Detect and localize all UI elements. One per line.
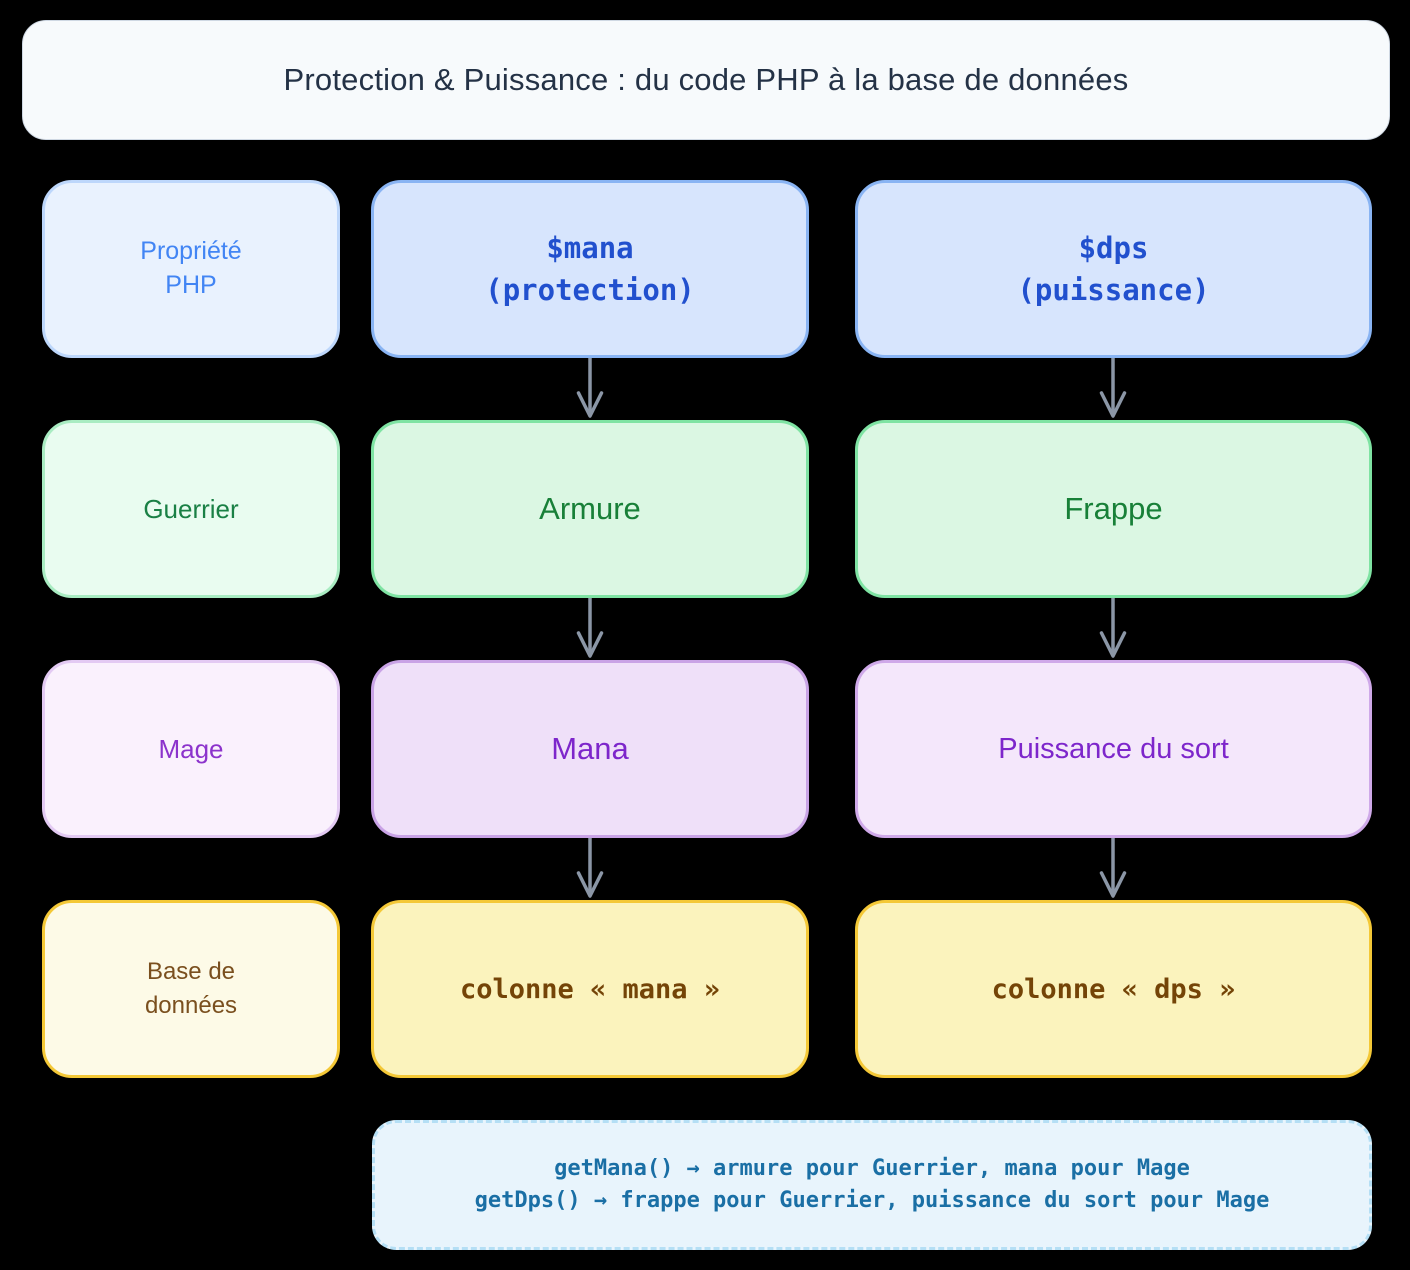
node-colonne-mana: colonne « mana »	[371, 900, 809, 1078]
node-mana-protection-label: $mana (protection)	[485, 230, 695, 307]
node-colonne-dps: colonne « dps »	[855, 900, 1372, 1078]
node-mana-label: Mana	[551, 731, 629, 766]
diagram-title-text: Protection & Puissance : du code PHP à l…	[283, 62, 1129, 97]
arrow-down-icon	[1098, 358, 1128, 420]
node-armure: Armure	[371, 420, 809, 598]
node-guerrier: Guerrier	[42, 420, 340, 598]
node-frappe: Frappe	[855, 420, 1372, 598]
node-dps-puissance-label: $dps (puissance)	[1017, 230, 1210, 307]
arrow-down-icon	[575, 358, 605, 420]
node-colonne-mana-label: colonne « mana »	[459, 973, 721, 1005]
node-puissance-du-sort: Puissance du sort	[855, 660, 1372, 838]
node-base-de-donnees: Base de données	[42, 900, 340, 1078]
node-guerrier-label: Guerrier	[143, 493, 239, 524]
node-mage-label: Mage	[158, 733, 224, 764]
arrow-down-icon	[575, 598, 605, 660]
node-propriete-php-label: Propriété PHP	[140, 237, 242, 299]
node-mage: Mage	[42, 660, 340, 838]
getter-mapping-note: getMana() → armure pour Guerrier, mana p…	[372, 1120, 1372, 1250]
arrow-down-icon	[1098, 838, 1128, 900]
node-armure-label: Armure	[539, 491, 641, 526]
diagram-title: Protection & Puissance : du code PHP à l…	[22, 20, 1390, 140]
node-propriete-php: Propriété PHP	[42, 180, 340, 358]
arrow-down-icon	[575, 838, 605, 900]
node-colonne-dps-label: colonne « dps »	[991, 973, 1236, 1005]
node-frappe-label: Frappe	[1064, 491, 1163, 526]
arrow-down-icon	[1098, 598, 1128, 660]
node-puissance-du-sort-label: Puissance du sort	[998, 732, 1229, 765]
getter-mapping-note-text: getMana() → armure pour Guerrier, mana p…	[474, 1156, 1270, 1213]
node-dps-puissance: $dps (puissance)	[855, 180, 1372, 358]
node-base-de-donnees-label: Base de données	[144, 958, 238, 1019]
node-mana: Mana	[371, 660, 809, 838]
node-mana-protection: $mana (protection)	[371, 180, 809, 358]
